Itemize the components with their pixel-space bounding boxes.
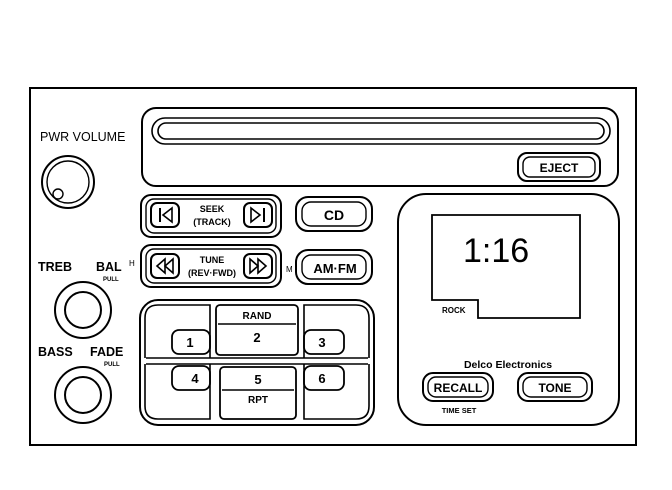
treb-label: TREB [38,260,72,274]
recall-button[interactable]: RECALL [422,372,494,402]
brand-label: Delco Electronics [464,359,552,371]
tune-fwd-button[interactable] [243,253,273,279]
skip-back-icon [159,206,173,224]
rock-label: ROCK [442,306,466,315]
bal-pull-label: PULL [103,277,119,283]
fade-label: FADE [90,345,123,359]
lcd-screen [431,214,581,319]
cd-label: CD [324,207,344,223]
bass-fade-knob[interactable] [54,366,112,424]
bal-label: BAL [96,260,122,274]
preset-block [139,299,375,426]
preset-6-button[interactable]: 6 [303,364,370,420]
rand-label: RAND [243,311,272,322]
tune-label: TUNE [200,255,225,265]
cd-slot[interactable] [157,122,605,140]
preset-2-button[interactable]: RAND 2 [215,304,299,356]
cd-slot-outer [151,117,611,145]
preset-1-button[interactable]: 1 [144,304,211,358]
side-h-label: H [129,259,135,268]
seek-track-rocker [140,194,282,238]
preset-5-button[interactable]: 5 RPT [219,366,297,420]
preset-4-label: 4 [191,371,199,386]
tone-label: TONE [538,381,571,395]
rpt-label: RPT [248,395,268,406]
tune-rocker [140,244,282,288]
seek-label: SEEK [200,204,225,214]
radio-faceplate [29,87,637,446]
fast-forward-icon [249,257,268,275]
preset-5-label: 5 [254,372,261,387]
seek-sub-label: (TRACK) [193,217,231,227]
seek-forward-button[interactable] [243,202,273,228]
power-volume-knob[interactable] [41,155,95,209]
cd-button[interactable]: CD [295,196,373,232]
eject-button[interactable]: EJECT [517,152,601,182]
time-set-label: TIME SET [442,406,477,415]
pwr-volume-label: PWR VOLUME [40,130,125,144]
eject-label: EJECT [540,161,579,175]
display-panel [397,193,620,426]
preset-3-label: 3 [318,335,325,350]
fade-pull-label: PULL [104,362,120,368]
bass-label: BASS [38,345,73,359]
preset-4-button[interactable]: 4 [144,364,211,420]
am-fm-label: AM·FM [313,261,356,276]
knob-indicator-icon [52,188,64,200]
seek-back-button[interactable] [150,202,180,228]
preset-3-button[interactable]: 3 [303,304,370,358]
treble-balance-knob[interactable] [54,281,112,339]
preset-2-label: 2 [253,330,260,345]
clock-display: 1:16 [463,232,529,270]
tune-rev-button[interactable] [150,253,180,279]
cd-slot-housing [141,107,619,187]
recall-label: RECALL [434,381,483,395]
rewind-icon [155,257,174,275]
skip-forward-icon [250,206,265,224]
tone-button[interactable]: TONE [517,372,593,402]
tune-sub-label: (REV·FWD) [188,268,236,278]
am-fm-button[interactable]: AM·FM [295,249,373,285]
side-m-label: M [286,265,293,274]
preset-1-label: 1 [186,335,193,350]
preset-6-label: 6 [318,371,325,386]
